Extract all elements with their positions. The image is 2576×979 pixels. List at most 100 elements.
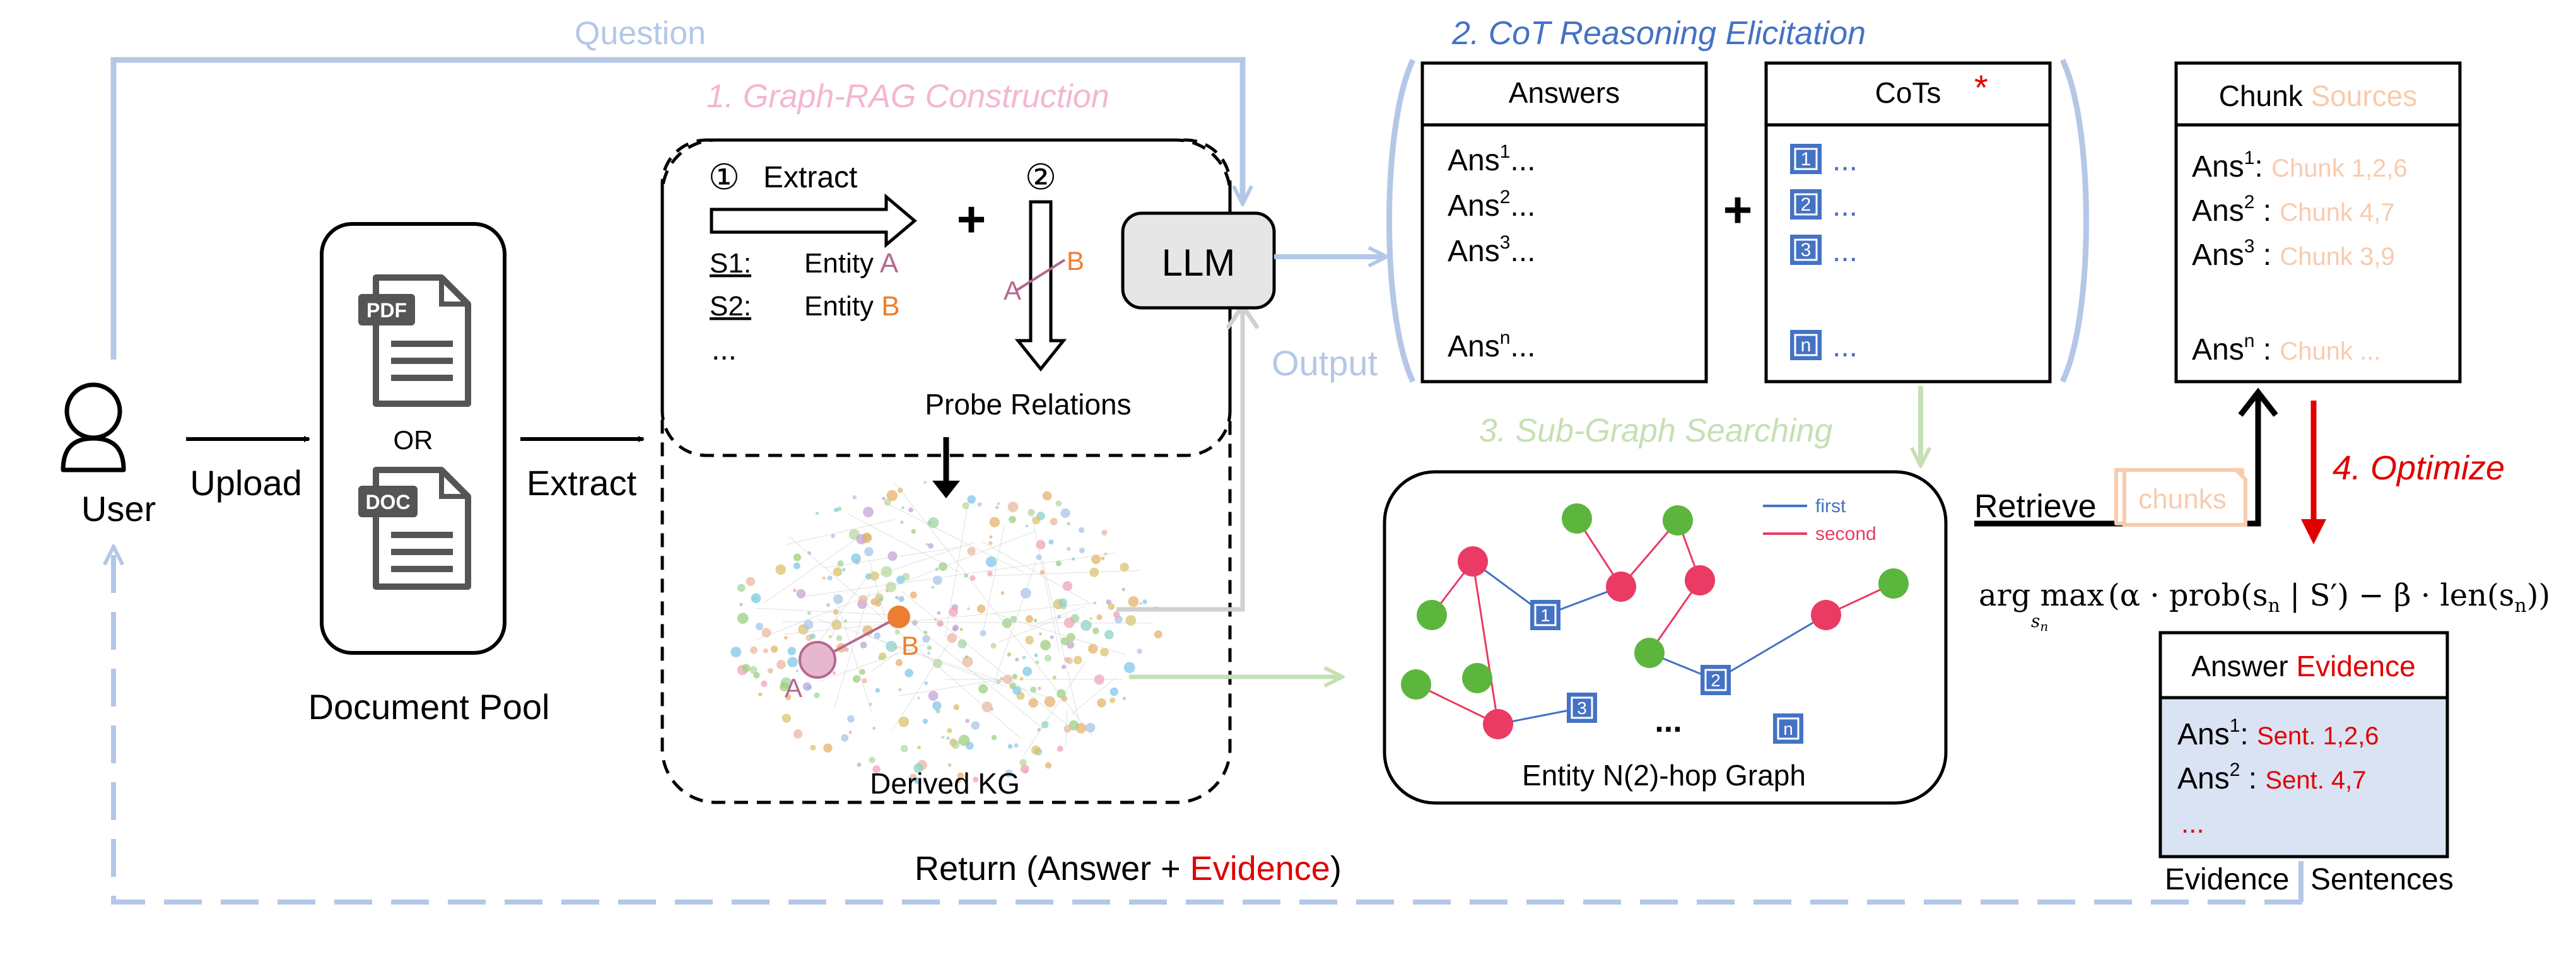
kg-dot bbox=[1039, 632, 1042, 636]
kg-dot bbox=[1034, 653, 1038, 657]
svg-text:Entity B: Entity B bbox=[804, 291, 900, 322]
kg-link bbox=[892, 643, 949, 730]
kg-dot bbox=[922, 635, 930, 643]
kg-link bbox=[1022, 661, 1086, 756]
kg-dot bbox=[1142, 599, 1147, 604]
kg-dot bbox=[793, 729, 803, 739]
kg-dot bbox=[851, 553, 861, 564]
question-label: Question bbox=[575, 15, 706, 52]
subgraph-node-green bbox=[1878, 568, 1909, 599]
kg-link bbox=[944, 500, 969, 637]
kg-dot bbox=[882, 496, 886, 501]
kg-link bbox=[1042, 560, 1079, 722]
kg-dot bbox=[1030, 686, 1037, 693]
kg-dot bbox=[833, 594, 843, 604]
kg-dot bbox=[1125, 615, 1137, 626]
answers-table: Answers Ans1...Ans2...Ans3...Ansn... bbox=[1420, 61, 1708, 384]
kg-dot bbox=[810, 744, 816, 751]
kg-dot bbox=[990, 643, 997, 649]
kg-dot bbox=[857, 762, 862, 767]
kg-dot bbox=[1050, 517, 1058, 525]
svg-text:Entity A: Entity A bbox=[804, 248, 899, 279]
kg-dot bbox=[965, 718, 970, 724]
svg-text:sn: sn bbox=[2031, 611, 2048, 634]
kg-dot bbox=[1048, 539, 1054, 545]
kg-dot bbox=[1025, 615, 1033, 623]
kg-dot bbox=[1055, 560, 1062, 566]
kg-dot bbox=[937, 611, 941, 615]
kg-dot bbox=[872, 727, 876, 730]
kg-dot bbox=[981, 701, 993, 712]
kg-dot bbox=[895, 659, 903, 666]
kg-dot bbox=[1057, 746, 1063, 752]
kg-dot bbox=[807, 685, 812, 690]
kg-dot bbox=[1061, 664, 1067, 669]
kg-dot bbox=[1108, 603, 1115, 610]
kg-dot bbox=[780, 682, 789, 692]
kg-dot bbox=[924, 681, 928, 685]
kg-link bbox=[876, 542, 975, 577]
kg-dot bbox=[1137, 648, 1142, 654]
kg-dot bbox=[987, 571, 993, 577]
svg-text:PDF: PDF bbox=[366, 299, 407, 322]
kg-dot bbox=[1007, 501, 1019, 512]
kg-dot bbox=[1050, 635, 1054, 640]
kg-dot bbox=[746, 577, 756, 586]
kg-node-b bbox=[887, 606, 910, 628]
derived-kg-graph bbox=[730, 481, 1162, 784]
chunk-source-row: Ans3 : Chunk 3,9 bbox=[2192, 236, 2395, 272]
cots-header: CoTs bbox=[1875, 76, 1941, 109]
extract-step-label: Extract bbox=[763, 161, 857, 194]
subgraph-node-green bbox=[1663, 505, 1693, 536]
kg-dot bbox=[949, 607, 958, 617]
kg-dot bbox=[1012, 674, 1018, 679]
kg-label-b: B bbox=[901, 631, 919, 660]
legend-first: first bbox=[1815, 496, 1846, 517]
kg-dot bbox=[1019, 677, 1024, 681]
kg-dot bbox=[886, 778, 889, 781]
kg-dot bbox=[980, 630, 986, 636]
kg-link bbox=[832, 616, 838, 638]
svg-text:arg max: arg max bbox=[1979, 578, 2104, 613]
svg-text:DOC: DOC bbox=[365, 491, 410, 513]
kg-dot bbox=[787, 647, 796, 655]
kg-dot bbox=[881, 566, 893, 578]
kg-dot bbox=[869, 756, 875, 763]
kg-dot bbox=[878, 597, 883, 602]
kg-dot bbox=[947, 728, 952, 734]
cot-row-text: ... bbox=[1832, 330, 1858, 363]
subgraph-node-red bbox=[1811, 600, 1841, 630]
kg-dot bbox=[758, 692, 763, 697]
extract-more: ... bbox=[711, 333, 737, 366]
kg-dot bbox=[1154, 630, 1162, 639]
kg-dot bbox=[1007, 652, 1012, 657]
kg-dot bbox=[1080, 619, 1092, 631]
kg-dot bbox=[1020, 587, 1031, 599]
pdf-file-icon: PDF bbox=[358, 274, 471, 407]
kg-dot bbox=[752, 595, 757, 601]
kg-dot bbox=[977, 502, 982, 507]
kg-dot bbox=[957, 639, 967, 648]
kg-dot bbox=[874, 632, 881, 640]
left-paren bbox=[1386, 59, 1416, 383]
user-label: User bbox=[81, 489, 156, 529]
right-paren bbox=[2059, 59, 2089, 383]
question-flow: Question bbox=[110, 15, 1243, 360]
kg-dot bbox=[1033, 618, 1038, 623]
kg-dot bbox=[1028, 698, 1038, 708]
kg-dot bbox=[946, 736, 950, 740]
kg-dot bbox=[978, 684, 988, 694]
kg-dot bbox=[1055, 500, 1062, 507]
kg-dot bbox=[831, 534, 835, 539]
kg-dot bbox=[776, 660, 786, 669]
kg-dot bbox=[739, 602, 743, 606]
kg-dot bbox=[1007, 744, 1013, 749]
kg-dot bbox=[896, 575, 905, 584]
kg-dot bbox=[1038, 686, 1041, 691]
subgraph-badge-number: 1 bbox=[1540, 606, 1550, 625]
kg-dot bbox=[837, 560, 844, 567]
kg-dot bbox=[815, 512, 819, 515]
upload-label: Upload bbox=[190, 463, 302, 503]
kg-dot bbox=[932, 575, 942, 585]
kg-dot bbox=[872, 765, 881, 773]
